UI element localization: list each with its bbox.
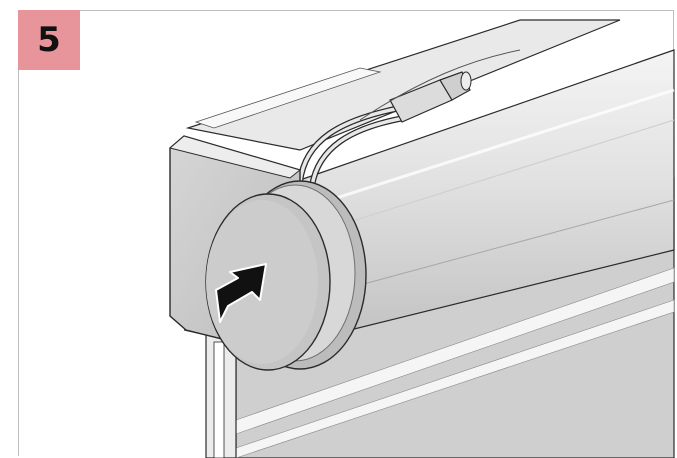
- step-badge: 5: [18, 10, 80, 70]
- top-rail: [185, 19, 621, 151]
- end-cap-cover: [205, 193, 331, 371]
- cable-connector: [389, 71, 472, 123]
- push-arrow-icon: [215, 263, 267, 323]
- step-number: 5: [37, 20, 61, 60]
- motor-cable: [297, 49, 521, 187]
- roller-tube: [299, 49, 675, 331]
